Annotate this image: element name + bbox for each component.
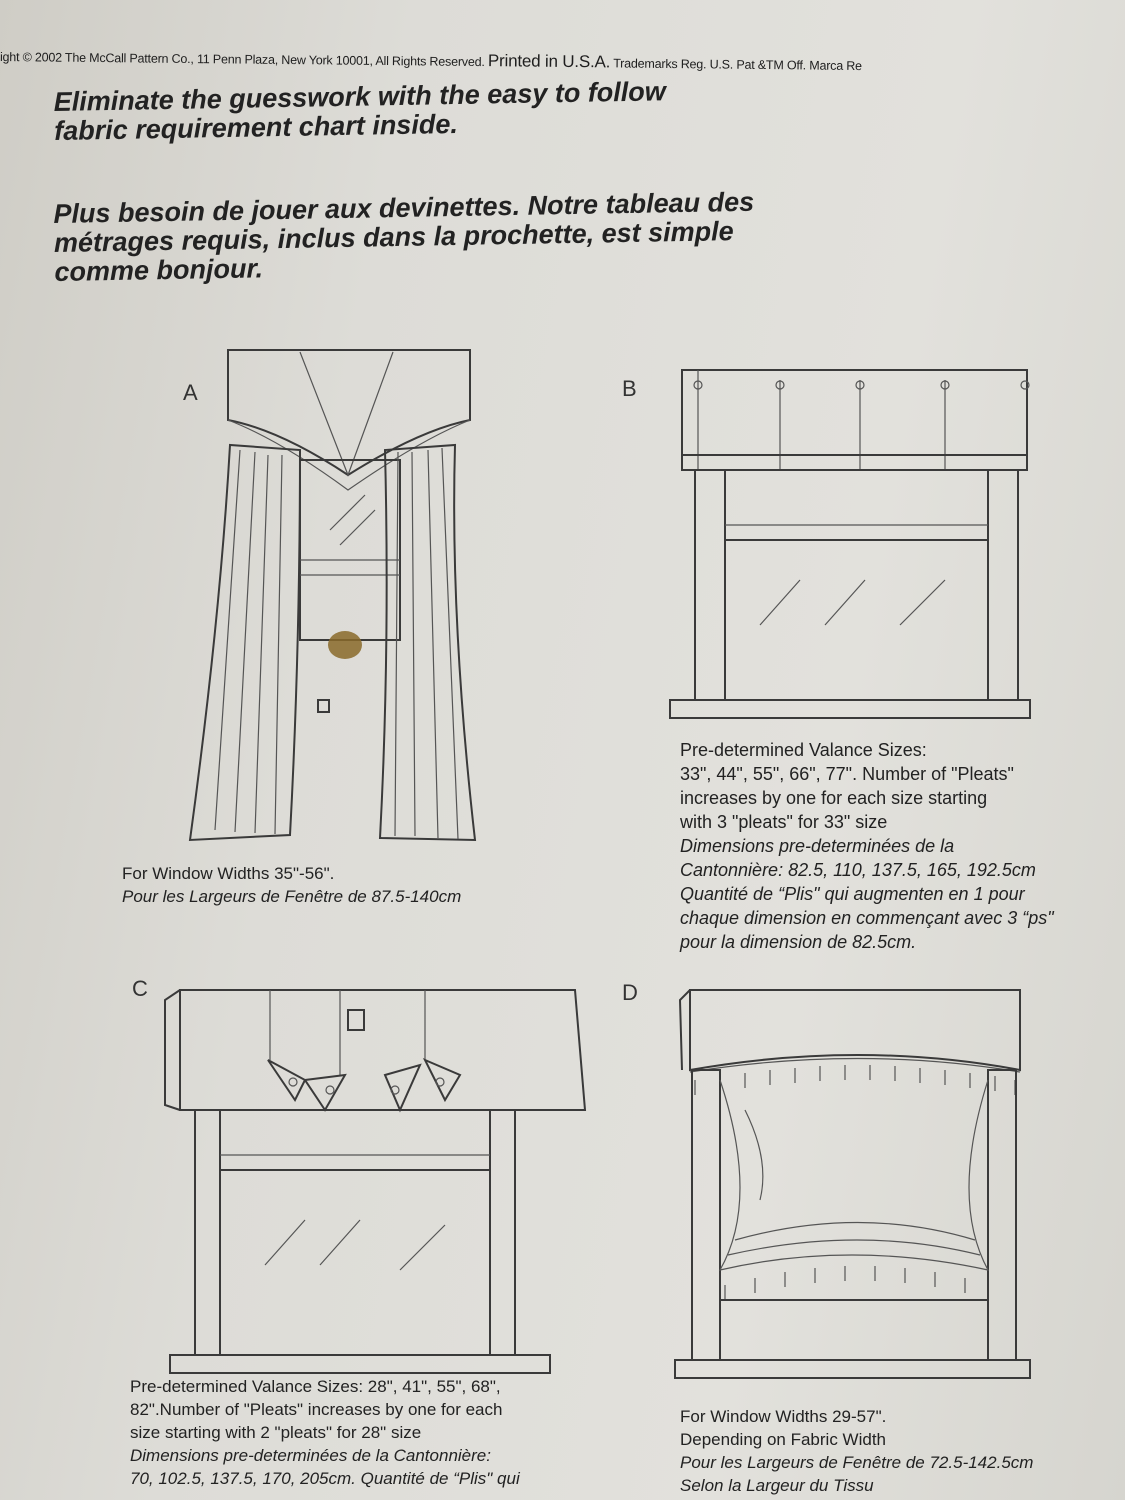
caption-line: Quantité de “Plis" qui augmenten en 1 po… <box>680 884 1025 904</box>
view-a-drawing <box>188 349 477 842</box>
caption-line: Depending on Fabric Width <box>680 1430 887 1449</box>
view-c-drawing <box>164 989 587 1374</box>
caption-line: increases by one for each size starting <box>680 788 988 808</box>
caption-line: Pour les Largeurs de Fenêtre de 72.5-142… <box>680 1453 1034 1472</box>
view-b-caption: Pre-determined Valance Sizes: 33", 44", … <box>680 738 1054 954</box>
caption-line: Pre-determined Valance Sizes: 28", 41", … <box>130 1377 501 1396</box>
view-b-drawing <box>669 369 1031 719</box>
caption-line: Pour les Largeurs de Fenêtre de 87.5-140… <box>122 887 462 906</box>
caption-line: chaque dimension en commençant avec 3 “p… <box>680 908 1054 928</box>
caption-line: pour la dimension de 82.5cm. <box>680 932 917 952</box>
view-c-label: C <box>132 976 148 1001</box>
caption-line: size starting with 2 "pleats" for 28" si… <box>130 1423 422 1442</box>
view-b-label: B <box>622 376 637 401</box>
caption-line: Dimensions pre-determinées de la Cantonn… <box>130 1446 491 1465</box>
caption-line: 33", 44", 55", 66", 77". Number of "Plea… <box>680 764 1014 784</box>
caption-line: 82".Number of "Pleats" increases by one … <box>130 1400 503 1419</box>
caption-line: Selon la Largeur du Tissu <box>680 1476 874 1495</box>
view-a-label: A <box>183 380 198 405</box>
caption-line: with 3 "pleats" for 33" size <box>680 812 888 832</box>
view-d-drawing <box>674 989 1031 1379</box>
caption-line: For Window Widths 29-57". <box>680 1407 887 1426</box>
caption-line: Pre-determined Valance Sizes: <box>680 740 927 760</box>
caption-line: 70, 102.5, 137.5, 170, 205cm. Quantité d… <box>130 1469 520 1488</box>
caption-line: Dimensions pre-determinées de la <box>680 836 955 856</box>
view-a-caption: For Window Widths 35"-56". Pour les Larg… <box>122 862 461 908</box>
caption-line: For Window Widths 35"-56". <box>122 864 335 883</box>
view-d-label: D <box>622 980 638 1005</box>
caption-line: Cantonnière: 82.5, 110, 137.5, 165, 192.… <box>680 860 1036 880</box>
view-d-caption: For Window Widths 29-57". Depending on F… <box>680 1405 1033 1497</box>
view-c-caption: Pre-determined Valance Sizes: 28", 41", … <box>130 1375 520 1490</box>
